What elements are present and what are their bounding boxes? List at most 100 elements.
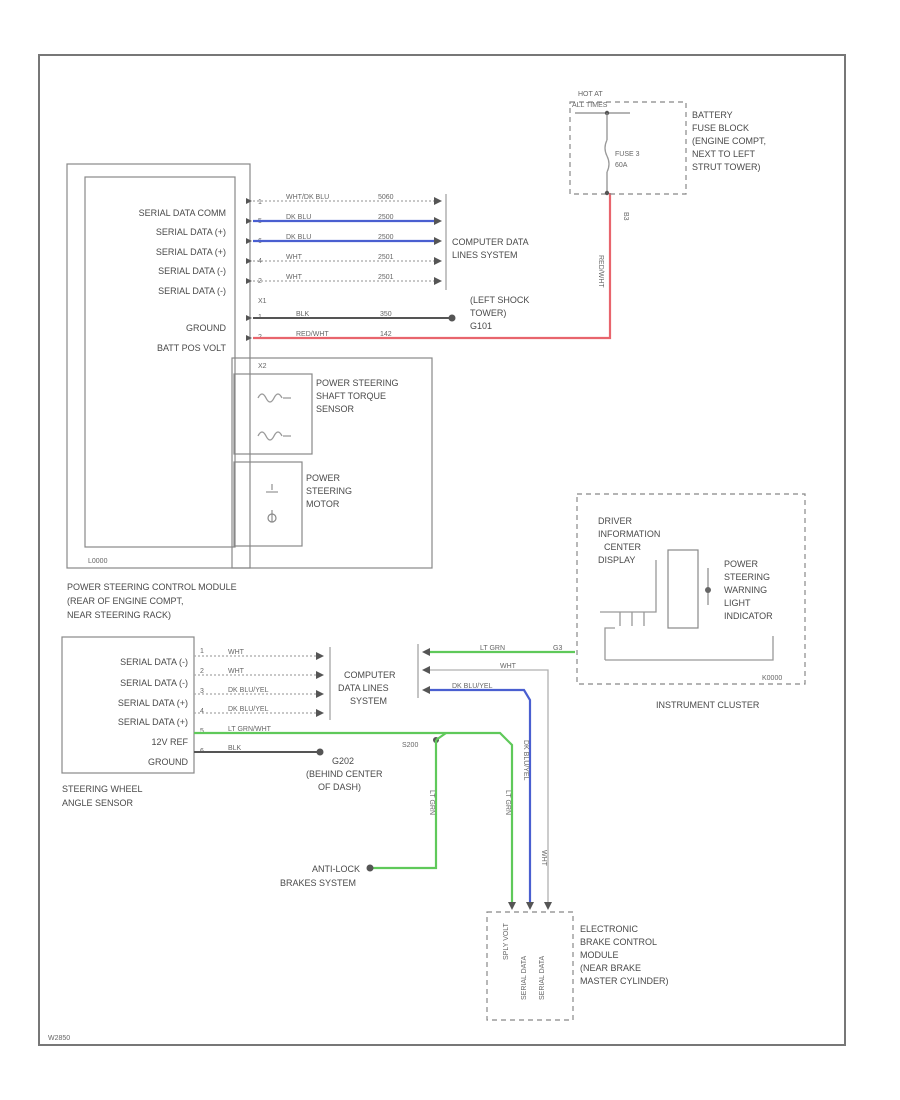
vertical-wire-label: WHT (540, 850, 547, 867)
pscm-terminals (246, 198, 252, 341)
swas-wires: WHT WHT DK BLU/YEL DK BLU/YEL LT GRN/WHT… (194, 647, 514, 905)
splice-s200-label: S200 (402, 742, 418, 749)
swas-pin-number: 5 (200, 728, 204, 735)
swas-wire-12v-green (194, 731, 514, 905)
dic-label: DRIVER (598, 516, 633, 526)
swas-wire-label: WHT (228, 668, 245, 675)
ebcm-title: MODULE (580, 950, 619, 960)
swas-pin-label: GROUND (148, 757, 188, 767)
instrument-cluster-box (576, 493, 806, 685)
ebcm-terminals (508, 902, 552, 910)
ebcm-box (486, 911, 574, 1021)
torque-sensor-label: SHAFT TORQUE (316, 391, 386, 401)
pscm-pin-label: SERIAL DATA (+) (156, 247, 226, 257)
wire-color-label: WHT (286, 254, 303, 261)
circuit-number: 5060 (378, 194, 394, 201)
cluster-green-label: LT GRN (480, 645, 505, 652)
ground-g101-point (448, 314, 456, 322)
hot-at-label: ALL TIMES (572, 102, 608, 109)
wire-color-label: DK BLU (286, 214, 311, 221)
swas-pin-label: SERIAL DATA (+) (118, 698, 188, 708)
fuse-wire-pin: B3 (622, 212, 629, 221)
torque-sensor-element (257, 431, 291, 441)
arrow-heads (434, 197, 442, 285)
fuse-block-label: NEXT TO LEFT (692, 149, 756, 159)
ps-indicator-label: POWER (724, 559, 759, 569)
fuse-block-label: STRUT TOWER) (692, 162, 761, 172)
swas-wire-label: DK BLU/YEL (228, 687, 269, 694)
computer-data-mid-label: COMPUTER (344, 670, 396, 680)
diagram-frame (38, 54, 846, 1046)
swas-pin-label: 12V REF (151, 737, 188, 747)
abs-label: BRAKES SYSTEM (280, 878, 356, 888)
circuit-number: 142 (380, 331, 392, 338)
swas-wire-label: WHT (228, 649, 245, 656)
shock-tower-label: TOWER) (470, 308, 506, 318)
circuit-number: 2501 (378, 254, 394, 261)
swas-wire-label: BLK (228, 745, 242, 752)
arrow-heads (316, 652, 324, 717)
pscm-pin-label: SERIAL DATA (-) (158, 266, 226, 276)
red-wire-label: RED/WHT (597, 255, 604, 288)
swas-pin-label: SERIAL DATA (-) (120, 678, 188, 688)
shock-tower-label: G101 (470, 321, 492, 331)
mid-wire-label: DK BLU/YEL (452, 683, 493, 690)
swas-pin-label: SERIAL DATA (-) (120, 657, 188, 667)
ground-g202-point (316, 748, 324, 756)
pscm-pin-label: SERIAL DATA COMM (139, 208, 226, 218)
instrument-cluster-title: INSTRUMENT CLUSTER (656, 700, 760, 710)
ps-indicator-label: STEERING (724, 572, 770, 582)
motor-label: MOTOR (306, 499, 340, 509)
swas-pin-number: 3 (200, 688, 204, 695)
pscm-pin-number: 1 (258, 199, 262, 206)
mid-wires: LT GRN G3 WHT DK BLU/YEL S200 ANTI-LOCK … (280, 644, 575, 905)
ebcm-title: (NEAR BRAKE (580, 963, 641, 973)
arrow-heads (422, 648, 430, 694)
swas-wire-label: LT GRN/WHT (228, 726, 272, 733)
fuse-block-label: BATTERY (692, 110, 733, 120)
ebcm-title: ELECTRONIC (580, 924, 639, 934)
swas-box (61, 636, 195, 774)
pscm-pin-label: SERIAL DATA (-) (158, 286, 226, 296)
swas-pin-number: 2 (200, 668, 204, 675)
fuse-block-label: FUSE BLOCK (692, 123, 749, 133)
pscm-motor-section-box (231, 357, 433, 569)
motor-label: POWER (306, 473, 341, 483)
ps-indicator-label: LIGHT (724, 598, 751, 608)
pscm-inner-box (84, 176, 236, 548)
vertical-wire-label: LT GRN (428, 790, 435, 815)
pscm-group: SERIAL DATA COMM SERIAL DATA (+) SERIAL … (66, 163, 433, 620)
cluster-white-wire (428, 669, 549, 905)
swas-wire-label: DK BLU/YEL (228, 706, 269, 713)
wire-color-label: DK BLU (286, 234, 311, 241)
abs-connection-point (366, 864, 374, 872)
fuse-node (604, 190, 610, 196)
ps-indicator-label: WARNING (724, 585, 767, 595)
computer-data-mid-label: SYSTEM (350, 696, 387, 706)
shock-tower-label: (LEFT SHOCK (470, 295, 529, 305)
cluster-green-pin: G3 (553, 645, 562, 652)
circuit-number: 350 (380, 311, 392, 318)
ebcm-title: BRAKE CONTROL (580, 937, 657, 947)
abs-label: ANTI-LOCK (312, 864, 360, 874)
circuit-number: 2501 (378, 274, 394, 281)
pscm-pin-label: BATT POS VOLT (157, 343, 227, 353)
cluster-blue-wire (428, 688, 532, 905)
swas-title: STEERING WHEEL (62, 784, 143, 794)
dic-display-outline (600, 560, 657, 613)
dic-display-outline (619, 612, 645, 626)
ground-g202-label: (BEHIND CENTER (306, 769, 383, 779)
computer-data-lines-label: LINES SYSTEM (452, 250, 518, 260)
fuse-symbol (604, 139, 610, 173)
ebcm-pin-label: SERIAL DATA (539, 955, 546, 1000)
pscm-connector-x1: X1 (258, 298, 267, 305)
dic-label: INFORMATION (598, 529, 660, 539)
motor-symbol (266, 484, 278, 522)
pscm-wires: WHT/DK BLU DK BLU DK BLU WHT WHT BLK RED… (253, 193, 612, 340)
pscm-outer-box (66, 163, 251, 569)
ebcm-pin-label: SERIAL DATA (521, 955, 528, 1000)
wire-color-label: WHT (286, 274, 303, 281)
diagram-code: W2850 (48, 1035, 70, 1042)
splice-tap (435, 732, 447, 741)
